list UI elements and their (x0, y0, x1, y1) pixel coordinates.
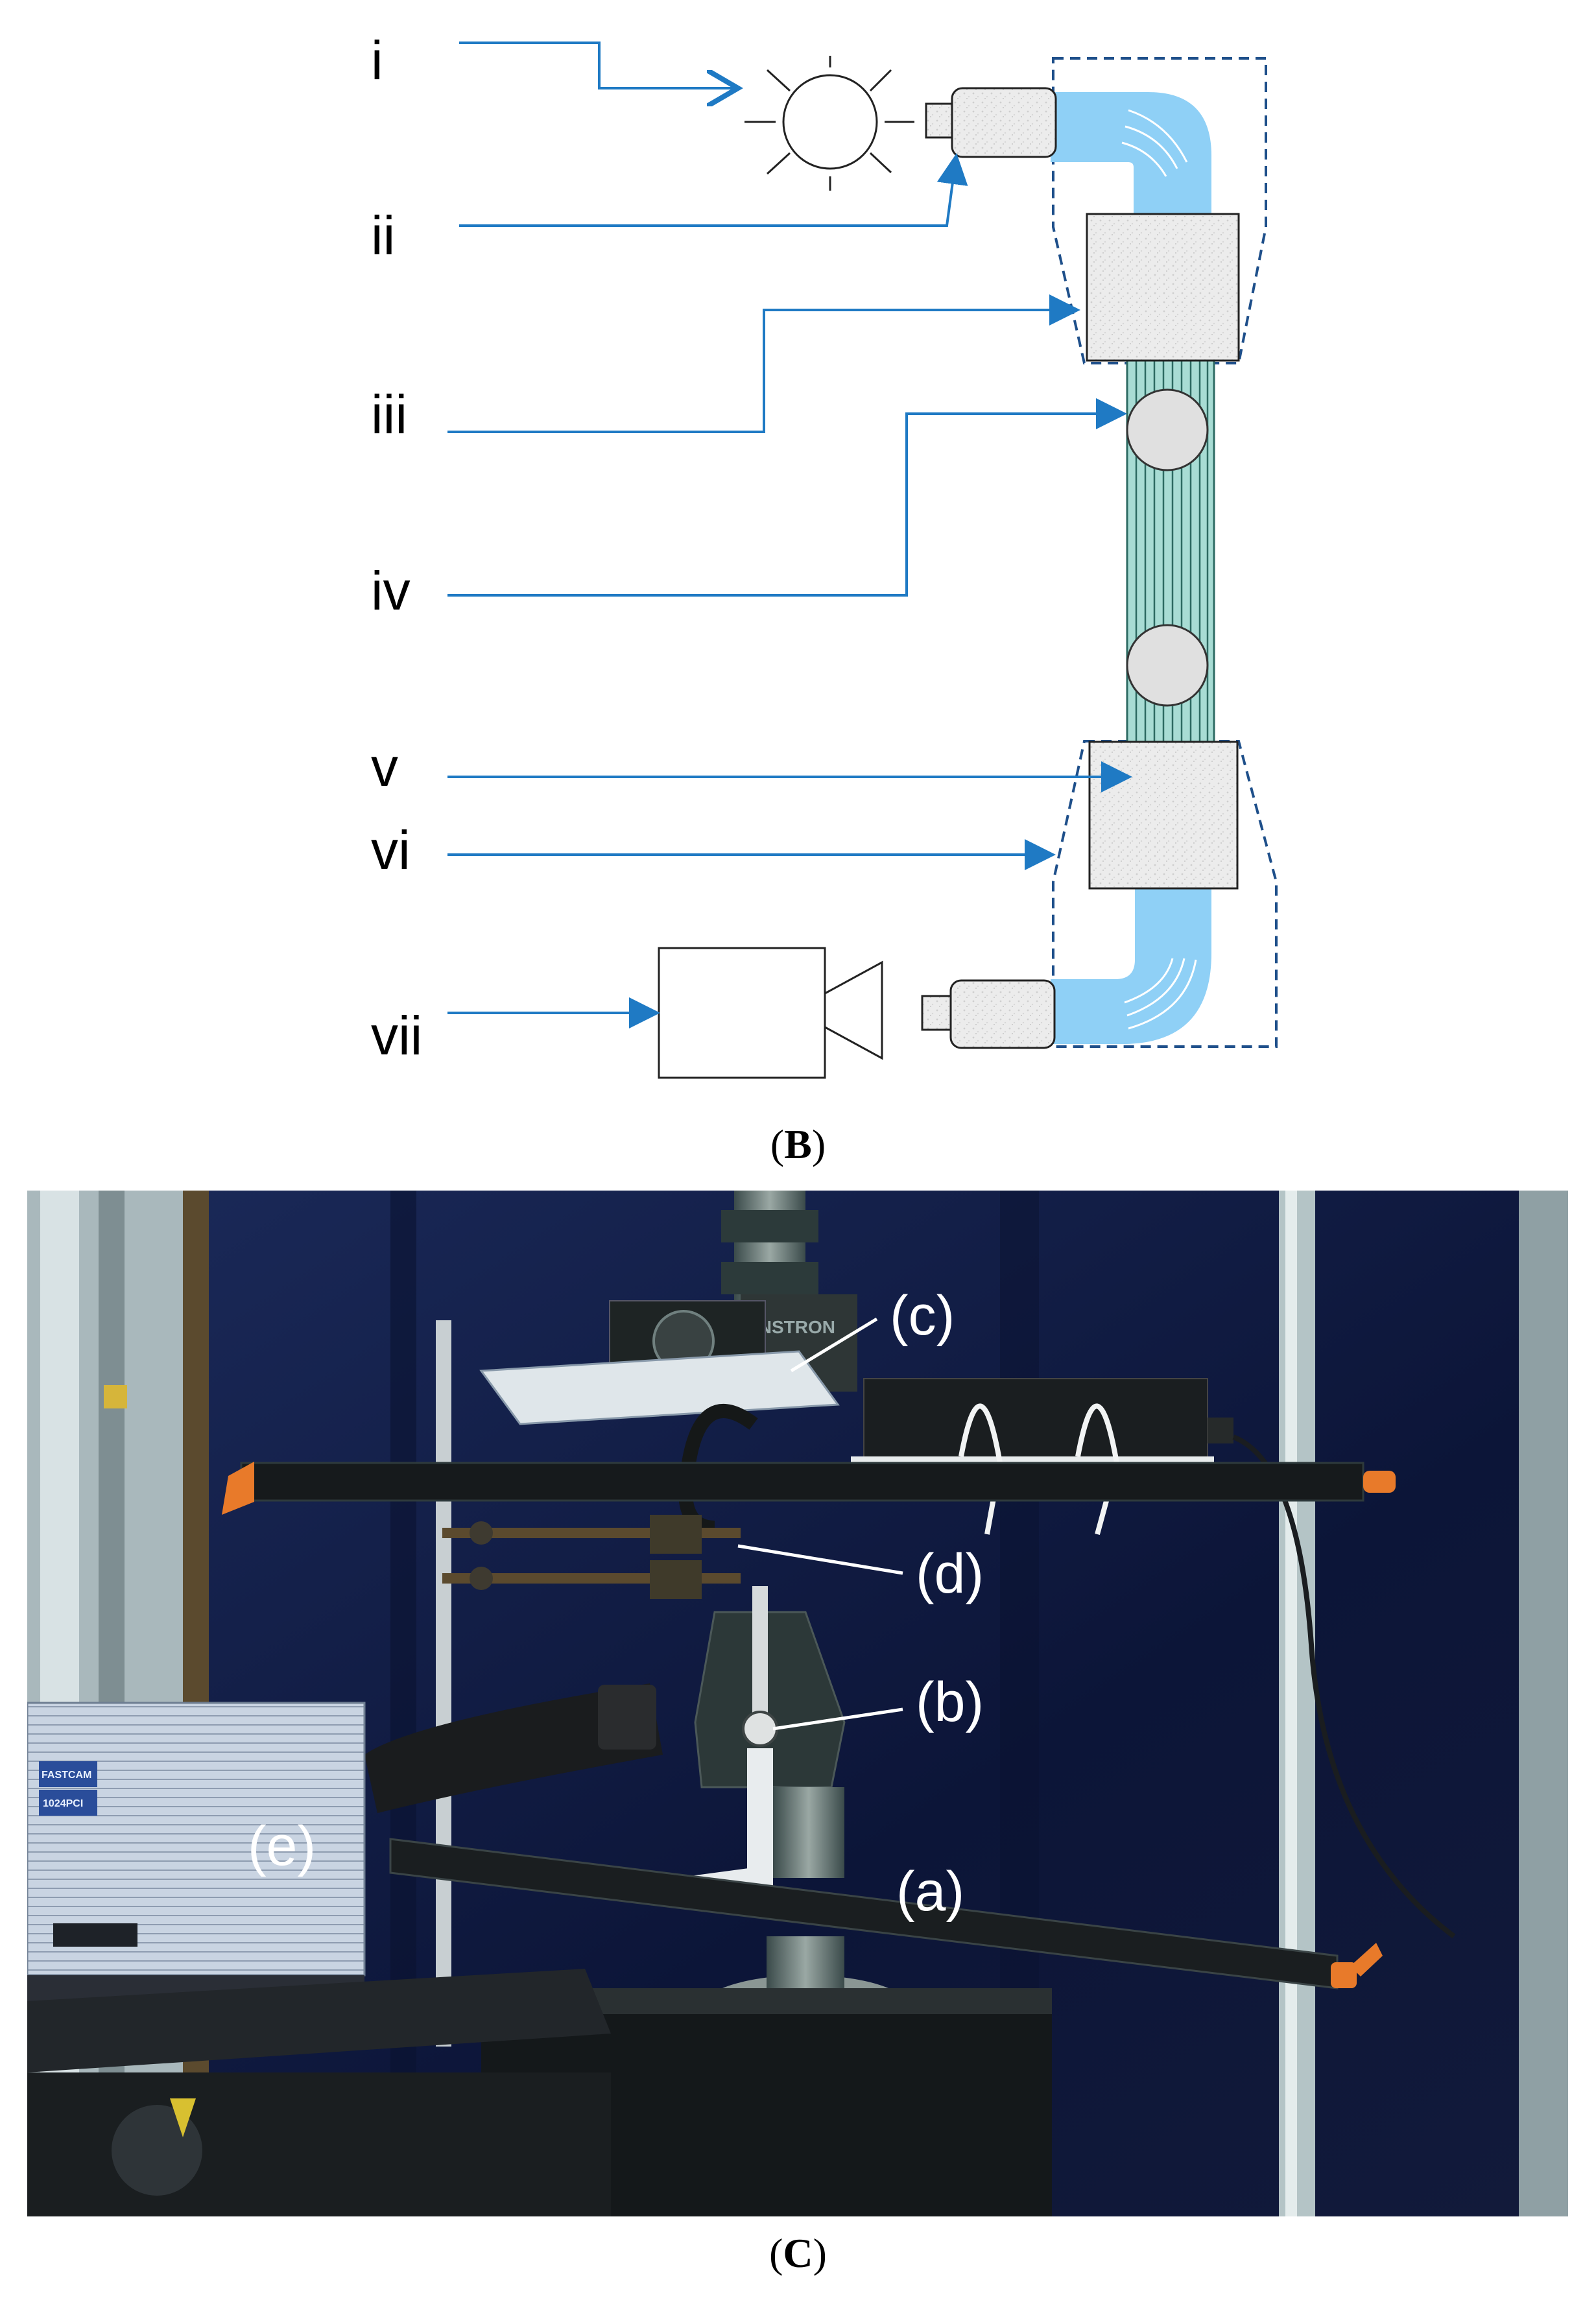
leader-b (772, 1707, 903, 1731)
upper-enclosure (1052, 57, 1267, 364)
photo-label-c: (c) (890, 1285, 955, 1347)
label-v: v (371, 737, 398, 798)
right-frame-column (1279, 1191, 1568, 2216)
label-vi: vi (371, 820, 411, 881)
arrow-iv (447, 398, 1127, 597)
test-setup-photograph: INSTRON (27, 1191, 1568, 2216)
arrow-iii (447, 294, 1080, 433)
clamp-rods (442, 1515, 741, 1599)
lower-crossbar (389, 1838, 1383, 1989)
schematic-diagram: i ii iii iv v vi vii (371, 30, 1278, 1079)
lower-grip-block (1088, 741, 1239, 890)
arrow-i (459, 42, 738, 88)
caption-b: (B) (770, 1121, 826, 1167)
upper-grip-block (1086, 213, 1240, 362)
upper-connector (925, 87, 1057, 158)
retort-stand-rod (436, 1320, 451, 2047)
load-cell-text: INSTRON (754, 1317, 835, 1337)
camera-model-text: 1024PCI (43, 1798, 83, 1809)
camera-brand-text: FASTCAM (42, 1770, 91, 1781)
leader-d (737, 1544, 903, 1575)
light-source-icon (744, 56, 914, 191)
lower-connector (921, 979, 1056, 1049)
leader-c (790, 1317, 878, 1373)
photo-label-e: (e) (248, 1815, 316, 1877)
lower-fibre-bundle (1051, 886, 1211, 1044)
lower-marker (1126, 624, 1209, 707)
label-i: i (371, 30, 383, 91)
photo-label-d: (d) (916, 1543, 984, 1605)
caption-c: (C) (769, 2230, 827, 2276)
label-vii: vii (371, 1005, 422, 1066)
lower-enclosure (1052, 740, 1278, 1048)
upper-marker (1126, 388, 1209, 471)
upper-fibre-bundle (1051, 92, 1211, 220)
upper-crossbar (222, 1462, 1396, 1515)
arrow-ii (459, 153, 968, 227)
camera-icon (658, 947, 883, 1079)
photo-label-a: (a) (896, 1860, 964, 1923)
label-iv: iv (371, 560, 411, 621)
label-ii: ii (371, 205, 395, 266)
cable-ties (959, 1403, 1120, 1536)
photo-label-b: (b) (916, 1671, 984, 1733)
camera-slide-rail (27, 1969, 611, 2216)
label-iii: iii (371, 384, 407, 445)
light-source-assembly (479, 1300, 1233, 1466)
